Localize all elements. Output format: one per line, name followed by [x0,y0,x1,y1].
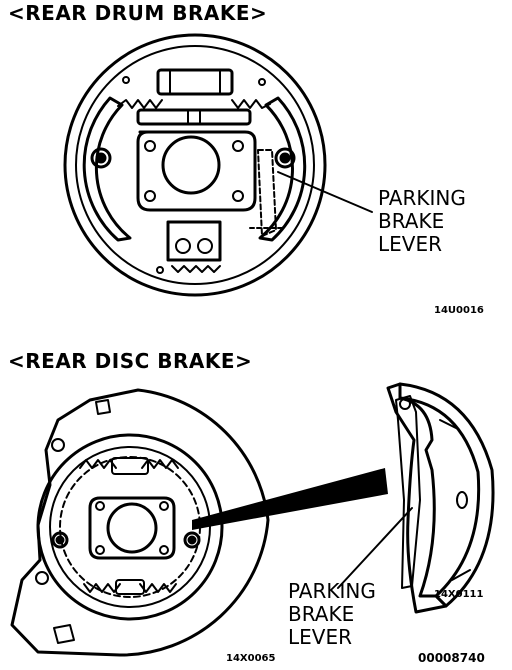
disc-callout-line-1: PARKING [288,579,376,603]
drum-lower-spring [171,265,221,273]
disc-hub-bore [106,502,158,554]
disc-callout-leader [337,507,413,589]
disc-hold-down-pin-right [183,531,201,549]
drum-right-shoe [258,96,307,242]
drum-brake-heading: <REAR DRUM BRAKE> [8,1,268,25]
drum-callout-line-3: LEVER [378,232,442,256]
page-code: 00008740 [418,651,485,665]
drum-wheel-cylinder [156,68,234,96]
disc-hold-down-pin-left [51,531,69,549]
drum-adjuster [136,108,252,126]
drum-backing-plate-inner [75,45,315,285]
drum-backing-plate-outer [63,33,327,297]
disc-callout-label: PARKING BRAKE LEVER [288,580,376,649]
shoe-detail-parking-lever [395,395,421,589]
disc-figure-code-right: 14X0111 [434,589,484,600]
drum-callout-leader [277,171,373,213]
disc-figure-code-left: 14X0065 [226,653,276,664]
drum-parking-brake-lever [257,149,277,237]
drum-figure-code: 14U0016 [434,305,484,316]
drum-hold-down-pin-right [274,147,296,169]
drum-hub-flange [136,130,257,212]
shoe-detail-web [386,382,448,614]
disc-magnify-wedge [192,468,388,530]
disc-callout-line-2: BRAKE [288,602,355,626]
drum-callout-label: PARKING BRAKE LEVER [378,187,466,256]
disc-brake-heading: <REAR DISC BRAKE> [8,349,253,373]
disc-dust-shield [10,388,270,657]
drum-anchor-block [166,220,222,262]
disc-shoe-ring-inner [49,446,211,608]
disc-lower-spring-left [83,583,121,593]
disc-upper-spring-left [79,459,117,469]
drum-callout-line-1: PARKING [378,186,466,210]
drum-hub-bore [161,135,221,195]
disc-lower-spring-right [139,583,177,593]
disc-callout-line-3: LEVER [288,625,352,649]
drum-upper-spring-left [117,99,163,109]
disc-hub-flange [88,496,176,560]
drum-left-shoe [82,96,132,242]
drum-upper-spring-right [231,99,271,109]
disc-shoe-ring-outer [36,433,224,621]
drum-hold-down-pin-left [90,147,112,169]
drum-callout-line-2: BRAKE [378,209,445,233]
